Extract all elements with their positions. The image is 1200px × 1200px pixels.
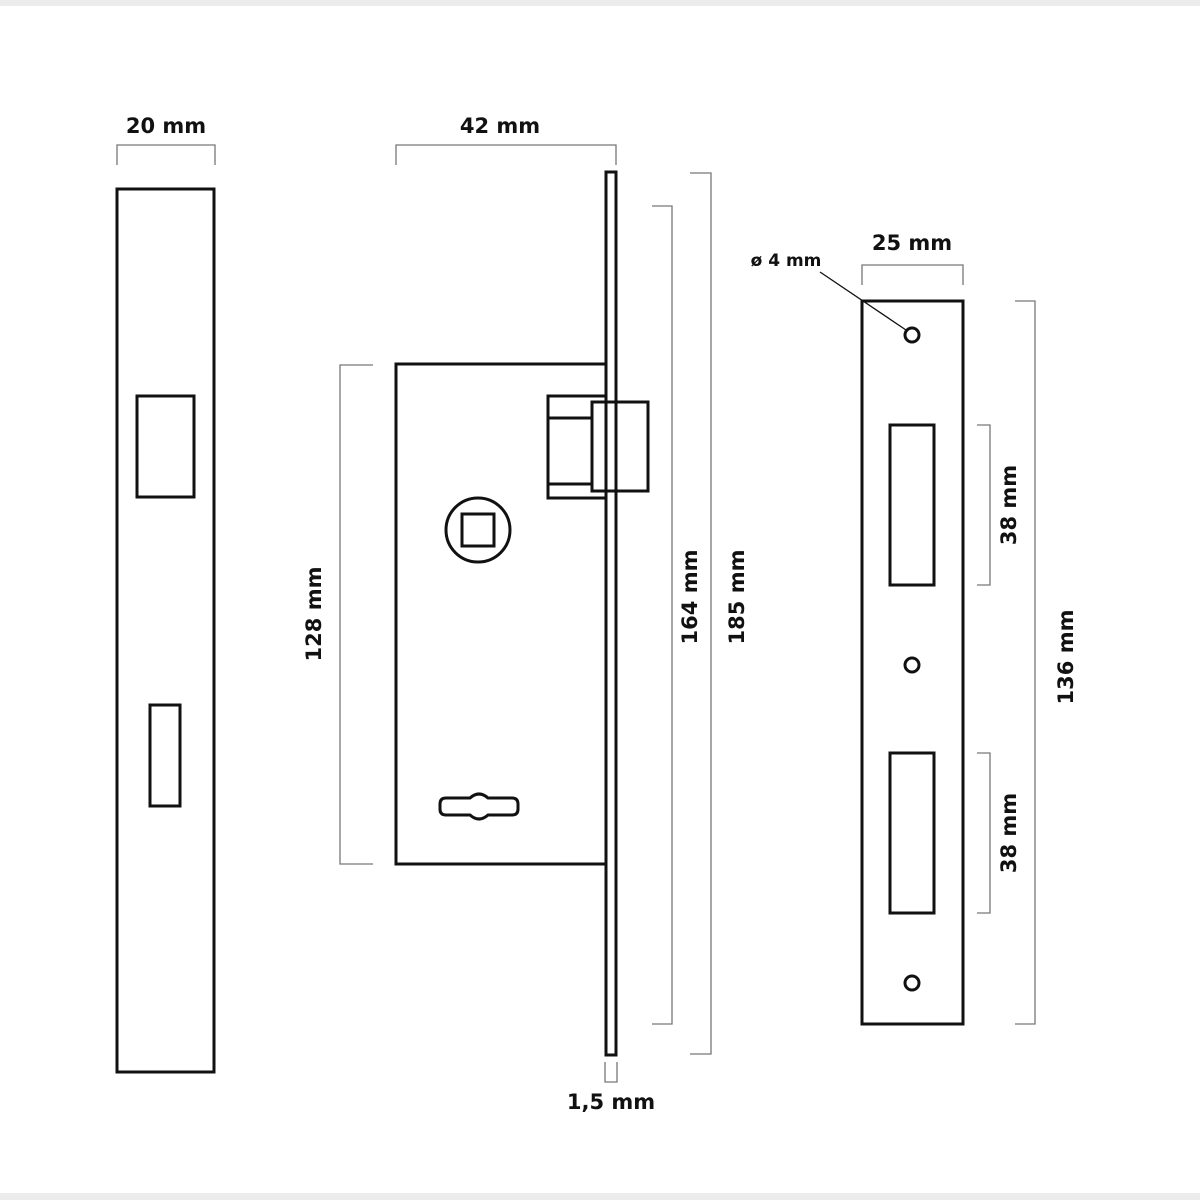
upper-slot	[888, 423, 936, 587]
faceplate-height-dimension-line	[690, 172, 712, 1055]
screw-hole	[903, 326, 921, 344]
lock-body-outline	[394, 362, 608, 866]
lock-body-side-view: 42 mm 128 mm 164 mm 185 mm 1,5 mm	[302, 114, 749, 1114]
thickness-dimension-line	[604, 1062, 618, 1083]
strike-plate-view: 25 mm ø 4 mm 38 mm 38 mm 136 mm	[751, 231, 1078, 1026]
width-label: 20 mm	[126, 114, 206, 138]
depth-dimension-line	[395, 144, 617, 165]
lower-slot-dimension-line	[977, 752, 991, 914]
spindle-hub	[444, 496, 512, 564]
body-height-label: 128 mm	[302, 567, 326, 662]
width-dimension-line	[861, 264, 964, 285]
strike-width-label: 25 mm	[872, 231, 952, 255]
screw-hole	[903, 974, 921, 992]
latch-bolt	[590, 400, 650, 493]
inner-height-dimension-line	[652, 205, 673, 1025]
latch-slot	[135, 394, 196, 499]
upper-slot-label: 38 mm	[997, 465, 1021, 545]
faceplate-outline	[115, 187, 216, 1074]
depth-label: 42 mm	[460, 114, 540, 138]
strike-height-label: 136 mm	[1054, 610, 1078, 705]
strike-height-dimension-line	[1015, 300, 1036, 1025]
bolt-slot	[148, 703, 182, 808]
upper-slot-dimension-line	[977, 424, 991, 586]
screw-hole	[903, 656, 921, 674]
body-height-dimension-line	[339, 364, 373, 865]
hole-leader-line	[819, 271, 907, 331]
faceplate-front-view: 20 mm	[115, 114, 216, 1074]
latch-housing	[546, 394, 608, 500]
lower-slot-label: 38 mm	[997, 793, 1021, 873]
faceplate-height-label: 185 mm	[725, 550, 749, 645]
bottom-band	[0, 1193, 1200, 1200]
top-band	[0, 0, 1200, 6]
lower-slot	[888, 751, 936, 915]
inner-height-label: 164 mm	[678, 550, 702, 645]
spindle-square-hole	[460, 512, 496, 548]
hole-diameter-label: ø 4 mm	[751, 251, 822, 271]
faceplate-edge	[604, 170, 618, 1057]
strike-plate-outline	[860, 299, 965, 1026]
keyhole	[438, 792, 520, 821]
thickness-label: 1,5 mm	[567, 1090, 655, 1114]
width-dimension-line	[116, 144, 216, 165]
